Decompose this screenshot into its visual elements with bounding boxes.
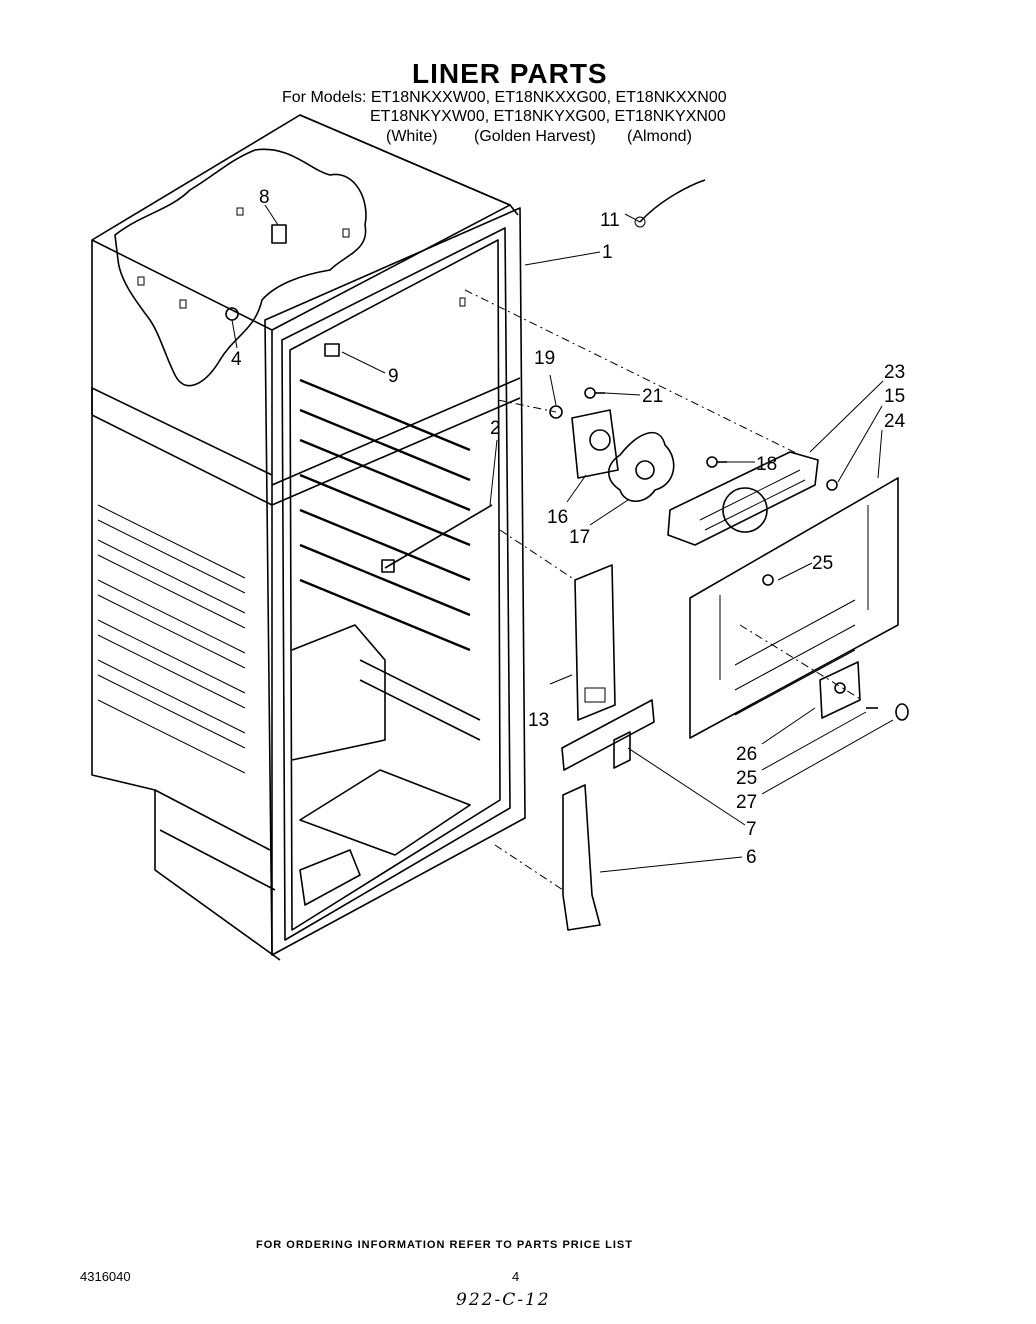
- callout-7: 7: [746, 819, 757, 840]
- callout-1: 1: [602, 242, 613, 263]
- callout-8: 8: [259, 187, 270, 208]
- callout-4: 4: [231, 349, 242, 370]
- callout-16: 16: [547, 507, 568, 528]
- part-7-baffle: [561, 699, 655, 771]
- part-17-fan-blade: [607, 431, 675, 503]
- callout-25b: 25: [736, 768, 757, 789]
- part-19-grommet: [549, 405, 563, 419]
- ordering-footer: FOR ORDERING INFORMATION REFER TO PARTS …: [256, 1239, 633, 1251]
- page-number: 4: [512, 1269, 520, 1284]
- callout-27: 27: [736, 792, 757, 813]
- callout-23: 23: [884, 362, 905, 383]
- callout-11: 11: [600, 210, 620, 231]
- callout-17: 17: [569, 527, 590, 548]
- callout-13: 13: [528, 710, 549, 731]
- callout-2: 2: [490, 418, 501, 439]
- callout-26: 26: [736, 744, 757, 765]
- callout-24: 24: [884, 411, 906, 432]
- leader-lines: [231, 204, 894, 873]
- handwritten-note: 922-C-12: [456, 1290, 551, 1310]
- part-23-fan-grille: [667, 451, 819, 546]
- models-line-2: ET18NKYXW00, ET18NKYXG00, ET18NKYXN00: [370, 108, 726, 125]
- page-title: LINER PARTS: [412, 58, 608, 89]
- callout-numbers: 1 2 4 6 7 8 9 11 13 15 16 17 18 19 21 23…: [231, 187, 906, 868]
- part-18-screw: [706, 456, 727, 468]
- color-golden-harvest: (Golden Harvest): [474, 128, 596, 145]
- part-24-back-panel: [689, 477, 899, 739]
- part-21-screw: [584, 387, 605, 399]
- part-8-switch: [271, 224, 287, 244]
- part-15-screw: [826, 479, 838, 491]
- callout-6: 6: [746, 847, 757, 868]
- part-27-plug: [866, 703, 909, 721]
- part-25-screw: [762, 574, 774, 586]
- callout-21: 21: [642, 386, 663, 407]
- part-2-heater: [381, 504, 493, 573]
- part-6-duct: [562, 784, 601, 931]
- callout-15: 15: [884, 386, 905, 407]
- part-13-cover: [574, 564, 616, 721]
- cabinet-shell: [91, 114, 519, 961]
- part-9-clip: [324, 343, 340, 357]
- part-11-wire-harness: [634, 179, 706, 228]
- callout-19: 19: [534, 348, 555, 369]
- color-almond: (Almond): [627, 128, 692, 145]
- callout-9: 9: [388, 366, 399, 387]
- callout-18: 18: [756, 454, 777, 475]
- part-16-fan-bracket: [571, 409, 619, 479]
- assembly-lines: [464, 289, 863, 891]
- callout-25a: 25: [812, 553, 833, 574]
- document-number: 4316040: [80, 1269, 131, 1284]
- liner-frame: [264, 207, 526, 956]
- part-26-bracket: [819, 661, 861, 719]
- color-white: (White): [386, 128, 438, 145]
- models-line-1: For Models: ET18NKXXW00, ET18NKXXG00, ET…: [282, 89, 727, 106]
